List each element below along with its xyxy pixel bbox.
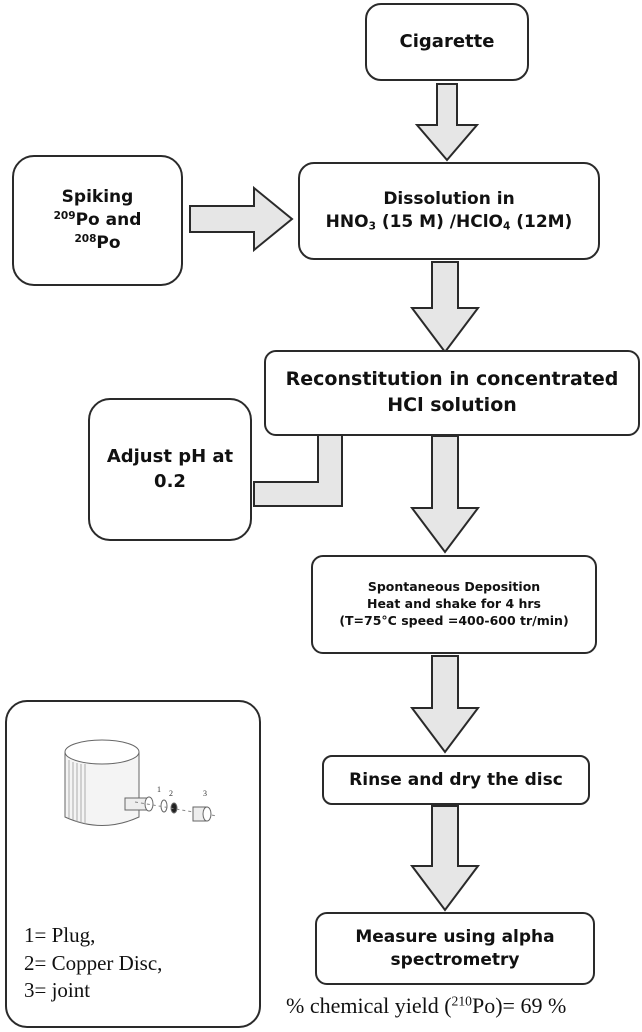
deposition-line1: Spontaneous Deposition — [367, 579, 541, 595]
reconstitution-line2: HCl solution — [387, 394, 517, 416]
part-label-2: 2 — [169, 789, 173, 798]
step-cigarette-label: Cigarette — [399, 30, 495, 52]
step-deposition: Spontaneous Deposition Heat and shake fo… — [311, 555, 597, 654]
arrow-down-2 — [410, 261, 480, 354]
step-adjust-ph: Adjust pH at 0.2 — [88, 398, 252, 541]
adjust-line1: Adjust pH at — [106, 446, 234, 468]
dissolution-line2: HNO3 (15 M) /HClO4 (12M) — [325, 212, 573, 233]
rinse-label: Rinse and dry the disc — [349, 769, 563, 790]
spiking-line2: 209Po and — [53, 210, 142, 231]
step-spiking: Spiking 209Po and 208Po — [12, 155, 183, 286]
step-measure: Measure using alpha spectrometry — [315, 912, 595, 985]
dissolution-line1: Dissolution in — [383, 189, 515, 210]
measure-line2: spectrometry — [390, 949, 520, 970]
deposition-line2: Heat and shake for 4 hrs — [366, 596, 541, 612]
setup-legend: 1= Plug, 2= Copper Disc, 3= joint — [24, 922, 162, 1005]
deposition-line3: (T=75°C speed =400-600 tr/min) — [339, 612, 569, 628]
legend-plug: 1= Plug, — [24, 923, 96, 947]
deposition-cell-illustration: 1 2 3 — [64, 739, 218, 826]
step-dissolution: Dissolution in HNO3 (15 M) /HClO4 (12M) — [298, 162, 600, 260]
arrow-down-1 — [414, 83, 480, 162]
spiking-line3: 208Po — [74, 232, 121, 253]
part-label-1: 1 — [157, 785, 161, 794]
part-label-3: 3 — [203, 789, 207, 798]
arrow-down-4 — [410, 655, 480, 754]
step-rinse: Rinse and dry the disc — [322, 755, 590, 805]
step-cigarette: Cigarette — [365, 3, 529, 81]
chemical-yield: % chemical yield (210Po)= 69 % — [286, 993, 567, 1018]
spiking-line1: Spiking — [61, 187, 134, 208]
arrow-down-5 — [410, 805, 480, 912]
step-reconstitution: Reconstitution in concentrated HCl solut… — [264, 350, 640, 436]
reconstitution-line1: Reconstitution in concentrated — [285, 368, 619, 391]
arrow-right-spiking — [189, 185, 294, 253]
legend-copper-disc: 2= Copper Disc, — [24, 950, 163, 975]
setup-panel: 1 2 3 1= Plug, 2= Copper Disc, 3= joint — [5, 700, 261, 1028]
adjust-line2: 0.2 — [154, 470, 186, 492]
arrow-down-3 — [410, 435, 480, 554]
legend-joint: 3= joint — [24, 978, 91, 1003]
measure-line1: Measure using alpha — [355, 926, 555, 947]
